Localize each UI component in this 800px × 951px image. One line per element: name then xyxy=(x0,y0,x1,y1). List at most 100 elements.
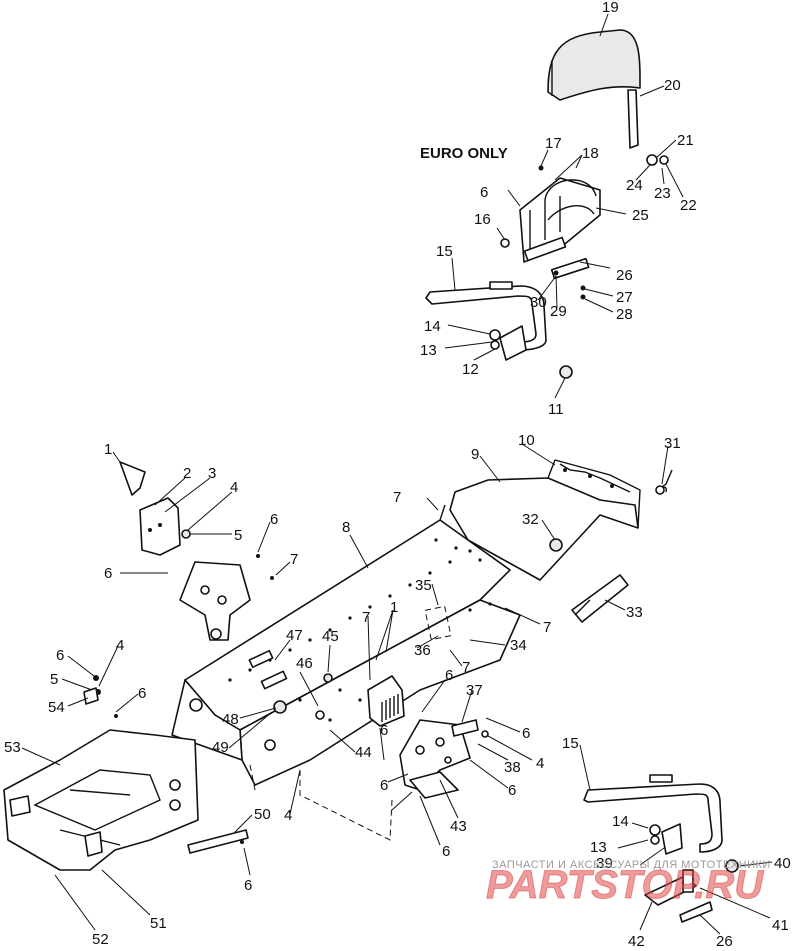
callout-5a: 5 xyxy=(234,527,242,544)
front-pan xyxy=(3,675,249,871)
footrest-bracket xyxy=(399,719,471,791)
callout-15a: 15 xyxy=(436,243,453,260)
callout-53: 53 xyxy=(4,739,21,756)
callout-12: 12 xyxy=(462,361,479,378)
left-brackets xyxy=(119,461,274,641)
callout-33: 33 xyxy=(626,604,643,621)
callout-36: 36 xyxy=(414,642,431,659)
callout-7d: 7 xyxy=(462,659,470,676)
callout-22: 22 xyxy=(680,197,697,214)
callout-35: 35 xyxy=(415,577,432,594)
callout-2: 2 xyxy=(183,465,191,482)
callout-6a: 6 xyxy=(480,184,488,201)
callout-26b: 26 xyxy=(716,933,733,950)
callout-4a: 4 xyxy=(284,807,292,824)
callout-32: 32 xyxy=(522,511,539,528)
callout-52: 52 xyxy=(92,931,109,948)
callout-7c: 7 xyxy=(362,609,370,626)
callout-5b: 5 xyxy=(50,671,58,688)
callout-24: 24 xyxy=(626,177,643,194)
callout-7a: 7 xyxy=(393,489,401,506)
callout-48: 48 xyxy=(222,711,239,728)
callout-45: 45 xyxy=(322,628,339,645)
callout-6l: 6 xyxy=(442,843,450,860)
callout-7b: 7 xyxy=(543,619,551,636)
upper-assembly xyxy=(425,29,669,379)
callout-29: 29 xyxy=(550,303,567,320)
callout-38: 38 xyxy=(504,759,521,776)
callout-14a: 14 xyxy=(424,318,441,335)
backrest-support xyxy=(627,89,639,149)
callout-18: 18 xyxy=(582,145,599,162)
tunnel-frame xyxy=(171,504,521,841)
callout-25: 25 xyxy=(632,207,649,224)
leader-lines xyxy=(21,13,773,935)
callout-6i: 6 xyxy=(522,725,530,742)
tunnel-holes xyxy=(228,538,492,722)
reinforcement-strip xyxy=(187,829,249,854)
callout-43: 43 xyxy=(450,818,467,835)
lower-grab-bar xyxy=(583,774,739,923)
callout-3: 3 xyxy=(208,465,216,482)
callout-14b: 14 xyxy=(612,813,629,830)
callout-20: 20 xyxy=(664,77,681,94)
callout-6k: 6 xyxy=(380,777,388,794)
rear-group xyxy=(449,459,673,623)
callout-6d: 6 xyxy=(104,565,112,582)
grab-bar-plate xyxy=(499,325,527,361)
callout-1b: 1 xyxy=(390,599,398,616)
callout-4c: 4 xyxy=(116,637,124,654)
grab-bar-upper xyxy=(425,285,547,351)
callout-37: 37 xyxy=(466,682,483,699)
callout-39: 39 xyxy=(596,855,613,872)
callout-42: 42 xyxy=(628,933,645,950)
lower-mount-bracket xyxy=(179,561,251,641)
front-skid-pan xyxy=(3,729,199,871)
callout-54: 54 xyxy=(48,699,65,716)
watermark-caption: ЗАПЧАСТИ И АКСЕССУАРЫ ДЛЯ МОТОТЕХНИКИ xyxy=(492,859,771,871)
callout-13b: 13 xyxy=(590,839,607,856)
callout-31: 31 xyxy=(664,435,681,452)
callout-13a: 13 xyxy=(420,342,437,359)
callout-47: 47 xyxy=(286,627,303,644)
callout-34: 34 xyxy=(510,637,527,654)
gusset-plate xyxy=(119,461,146,496)
callout-51: 51 xyxy=(150,915,167,932)
watermark-brand: PARTSTOP.RU xyxy=(486,863,764,907)
callout-6f: 6 xyxy=(138,685,146,702)
callout-19: 19 xyxy=(602,0,619,16)
callout-27: 27 xyxy=(616,289,633,306)
callout-41: 41 xyxy=(772,917,789,934)
callout-6g: 6 xyxy=(244,877,252,894)
flap-bracket xyxy=(571,574,629,623)
callout-1a: 1 xyxy=(104,441,112,458)
callout-6e: 6 xyxy=(56,647,64,664)
right-brackets xyxy=(399,719,489,799)
backrest-pad xyxy=(547,29,641,101)
callout-labels: 19 20 21 17 18 24 23 22 6 25 16 15 26 27… xyxy=(4,0,791,950)
callout-17: 17 xyxy=(545,135,562,152)
callout-11: 11 xyxy=(548,401,564,418)
callout-6h: 6 xyxy=(445,667,453,684)
callout-49: 49 xyxy=(212,739,229,756)
callout-40: 40 xyxy=(774,855,791,872)
callout-6b: 6 xyxy=(380,722,388,739)
callout-10: 10 xyxy=(518,432,535,449)
callout-4d: 4 xyxy=(536,755,544,772)
callout-9: 9 xyxy=(471,446,479,463)
callout-30: 30 xyxy=(530,294,547,311)
euro-only-heading: EURO ONLY xyxy=(420,145,508,162)
callout-15b: 15 xyxy=(562,735,579,752)
grab-bar-lower xyxy=(583,783,723,853)
snow-flap xyxy=(449,477,639,581)
callout-6c: 6 xyxy=(270,511,278,528)
callout-16: 16 xyxy=(474,211,491,228)
callout-26a: 26 xyxy=(616,267,633,284)
callout-46: 46 xyxy=(296,655,313,672)
callout-8: 8 xyxy=(342,519,350,536)
callout-44: 44 xyxy=(355,744,372,761)
watermark: ЗАПЧАСТИ И АКСЕССУАРЫ ДЛЯ МОТОТЕХНИКИ PA… xyxy=(486,859,771,908)
callout-6j: 6 xyxy=(508,782,516,799)
callout-21: 21 xyxy=(677,132,694,149)
